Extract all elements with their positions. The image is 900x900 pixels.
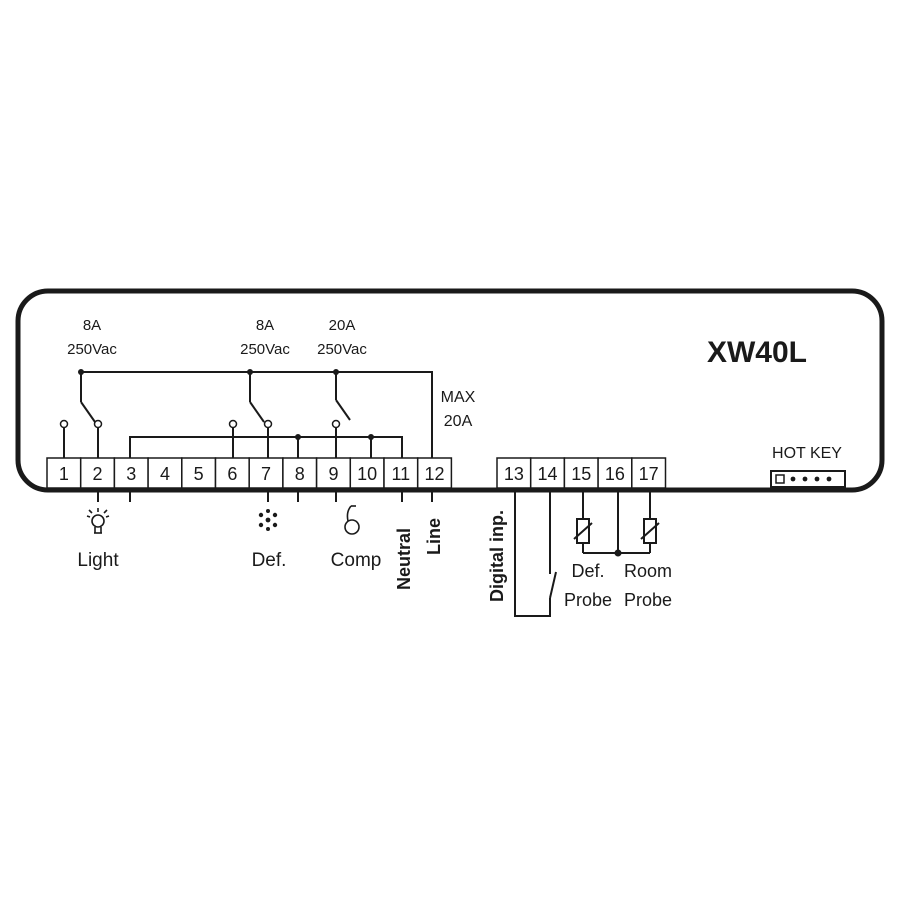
terminal-4[interactable]: 4 bbox=[147, 457, 183, 489]
terminal-17[interactable]: 17 bbox=[631, 457, 667, 489]
digital-input-label: Digital inp. bbox=[487, 510, 507, 602]
digital-input-switch bbox=[514, 488, 557, 617]
defrost-label: Def. bbox=[252, 550, 287, 571]
snowflake-defrost-icon bbox=[258, 509, 278, 531]
terminal-box bbox=[79, 457, 116, 489]
neutral-label: Neutral bbox=[394, 528, 414, 590]
terminal-leads bbox=[97, 488, 433, 502]
terminal-number: 13 bbox=[504, 464, 524, 484]
terminal-box bbox=[349, 457, 385, 489]
terminal-number: 6 bbox=[227, 464, 237, 484]
compressor-rating-voltage: 250Vac bbox=[317, 341, 367, 358]
terminal-13[interactable]: 13 bbox=[496, 457, 532, 489]
terminal-number: 11 bbox=[392, 464, 411, 484]
hot-key-connector[interactable] bbox=[770, 470, 846, 488]
room-probe-label-line2: Probe bbox=[624, 590, 672, 610]
terminal-box bbox=[147, 457, 183, 489]
wiring-junctions bbox=[78, 369, 374, 440]
terminal-box bbox=[529, 457, 566, 489]
model-name: XW40L bbox=[707, 336, 807, 369]
terminal-number: 4 bbox=[160, 464, 170, 484]
terminal-number: 12 bbox=[425, 464, 445, 484]
terminal-number: 1 bbox=[59, 464, 69, 484]
light-rating-current: 8A bbox=[83, 317, 101, 334]
terminal-5[interactable]: 5 bbox=[181, 457, 217, 489]
line-label: Line bbox=[424, 518, 444, 555]
terminal-10[interactable]: 10 bbox=[349, 457, 385, 489]
terminal-number: 2 bbox=[93, 464, 103, 484]
terminal-1[interactable]: 1 bbox=[46, 457, 82, 489]
terminal-box bbox=[496, 457, 532, 489]
terminal-number: 15 bbox=[571, 464, 591, 484]
terminal-box bbox=[315, 457, 352, 489]
defrost-rating-voltage: 250Vac bbox=[240, 341, 290, 358]
light-bulb-icon bbox=[86, 508, 110, 534]
terminal-12[interactable]: 12 bbox=[416, 457, 453, 489]
probe-wiring bbox=[582, 488, 651, 554]
light-rating-voltage: 250Vac bbox=[67, 341, 117, 358]
terminal-8[interactable]: 8 bbox=[282, 457, 318, 489]
compressor-rating-current: 20A bbox=[329, 317, 356, 334]
terminal-number: 14 bbox=[538, 464, 558, 484]
light-label: Light bbox=[77, 550, 119, 571]
terminal-box bbox=[282, 457, 318, 489]
terminal-16[interactable]: 16 bbox=[597, 457, 633, 489]
terminal-9[interactable]: 9 bbox=[315, 457, 352, 489]
terminal-box bbox=[181, 457, 217, 489]
terminal-number: 17 bbox=[639, 464, 659, 484]
terminal-15[interactable]: 15 bbox=[563, 457, 599, 489]
compressor-label: Comp bbox=[331, 550, 382, 571]
terminal-box bbox=[563, 457, 599, 489]
relay-contacts bbox=[59, 419, 341, 429]
terminal-number: 7 bbox=[261, 464, 271, 484]
terminal-2[interactable]: 2 bbox=[79, 457, 116, 489]
probe-common-junction bbox=[614, 549, 622, 557]
def-probe-sensor-icon bbox=[573, 518, 593, 544]
internal-wiring bbox=[63, 371, 433, 458]
terminal-number: 3 bbox=[126, 464, 136, 484]
terminal-11[interactable]: 11 bbox=[383, 457, 419, 489]
terminal-6[interactable]: 6 bbox=[214, 457, 250, 489]
terminal-number: 8 bbox=[295, 464, 305, 484]
terminal-box bbox=[248, 457, 284, 489]
def-probe-label-line2: Probe bbox=[564, 590, 612, 610]
max-rating-label: MAX bbox=[441, 389, 476, 406]
room-probe-label-line1: Room bbox=[624, 561, 672, 581]
terminal-box bbox=[214, 457, 250, 489]
terminal-number: 16 bbox=[605, 464, 625, 484]
terminal-14[interactable]: 14 bbox=[529, 457, 566, 489]
terminal-box bbox=[416, 457, 453, 489]
terminal-box bbox=[631, 457, 667, 489]
terminal-3[interactable]: 3 bbox=[113, 457, 149, 489]
max-rating-current: 20A bbox=[444, 413, 473, 430]
defrost-rating-current: 8A bbox=[256, 317, 274, 334]
def-probe-label-line1: Def. bbox=[571, 561, 604, 581]
terminal-number: 9 bbox=[328, 464, 338, 484]
terminal-7[interactable]: 7 bbox=[248, 457, 284, 489]
compressor-icon bbox=[344, 505, 360, 535]
terminal-number: 5 bbox=[194, 464, 204, 484]
terminal-box bbox=[597, 457, 633, 489]
hot-key-label: HOT KEY bbox=[772, 445, 842, 462]
terminal-number: 10 bbox=[357, 464, 377, 484]
room-probe-sensor-icon bbox=[640, 518, 660, 544]
